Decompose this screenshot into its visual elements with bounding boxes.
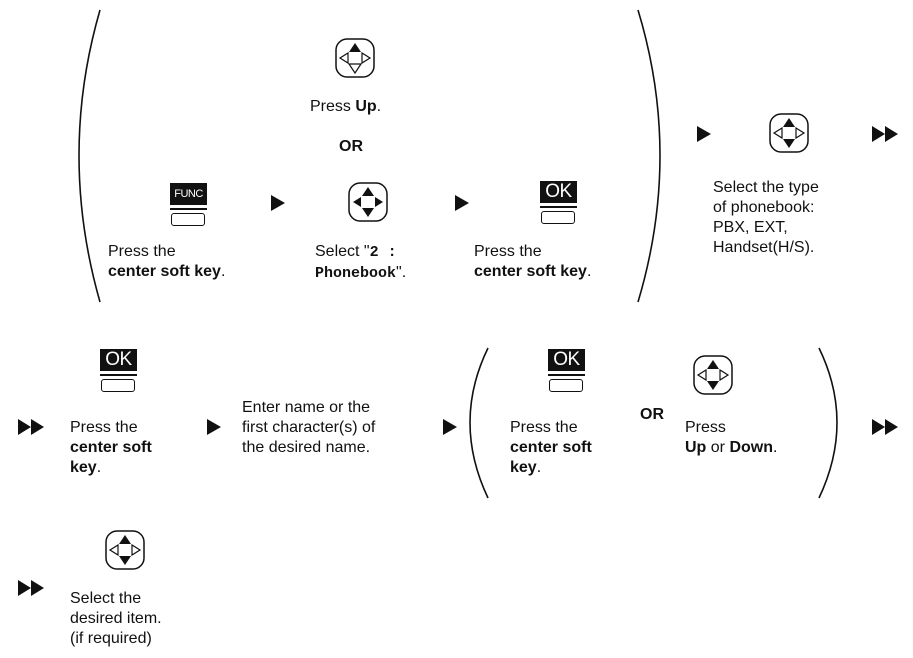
left-paren (78, 9, 101, 303)
ok-key-label: OK (540, 181, 577, 203)
or-label: OR (640, 406, 664, 423)
navigator-updown-icon (693, 355, 733, 395)
arrow-icon (207, 419, 221, 435)
soft-key-button-icon (171, 213, 205, 226)
arrow-icon (697, 126, 711, 142)
right-paren-step5 (818, 347, 838, 499)
right-paren (637, 9, 661, 303)
key-name-up: Up (355, 98, 377, 115)
double-arrow-icon (18, 419, 44, 435)
navigator-updown-icon (105, 530, 145, 570)
select-phonebook-text: Select "2 : Phonebook". (315, 243, 407, 282)
select-desired-item-text: Select the desired item. (if required) (70, 590, 162, 647)
or-label: OR (339, 138, 363, 155)
navigator-updown-icon (769, 113, 809, 153)
double-arrow-icon (872, 126, 898, 142)
ok-key-label: OK (100, 349, 137, 371)
key-divider (540, 206, 577, 208)
press-center-soft-key-text: Press the center soft key. (510, 419, 592, 476)
press-center-soft-key-text: Press the center soft key. (70, 419, 152, 476)
press-center-soft-key-text: Press the center soft key. (474, 243, 592, 280)
soft-key-button-icon (541, 211, 575, 224)
func-key-label: FUNC (170, 183, 207, 205)
soft-key-button-icon (549, 379, 583, 392)
navigator-all-icon (348, 182, 388, 222)
ok-key-label: OK (548, 349, 585, 371)
arrow-icon (271, 195, 285, 211)
left-paren-step5 (469, 347, 489, 499)
press-center-soft-key-text: Press the center soft key. (108, 243, 226, 280)
enter-name-text: Enter name or the first character(s) of … (242, 399, 376, 456)
key-divider (100, 374, 137, 376)
arrow-icon (455, 195, 469, 211)
navigator-up-icon (335, 38, 375, 78)
arrow-icon (443, 419, 457, 435)
select-phonebook-type-text: Select the type of phonebook: PBX, EXT, … (713, 179, 819, 256)
key-divider (170, 208, 207, 210)
key-divider (548, 374, 585, 376)
press-up-or-down-text: Press Up or Down. (685, 419, 778, 456)
double-arrow-icon (18, 580, 44, 596)
double-arrow-icon (872, 419, 898, 435)
press-up-text: Press Up. (310, 98, 382, 115)
soft-key-button-icon (101, 379, 135, 392)
